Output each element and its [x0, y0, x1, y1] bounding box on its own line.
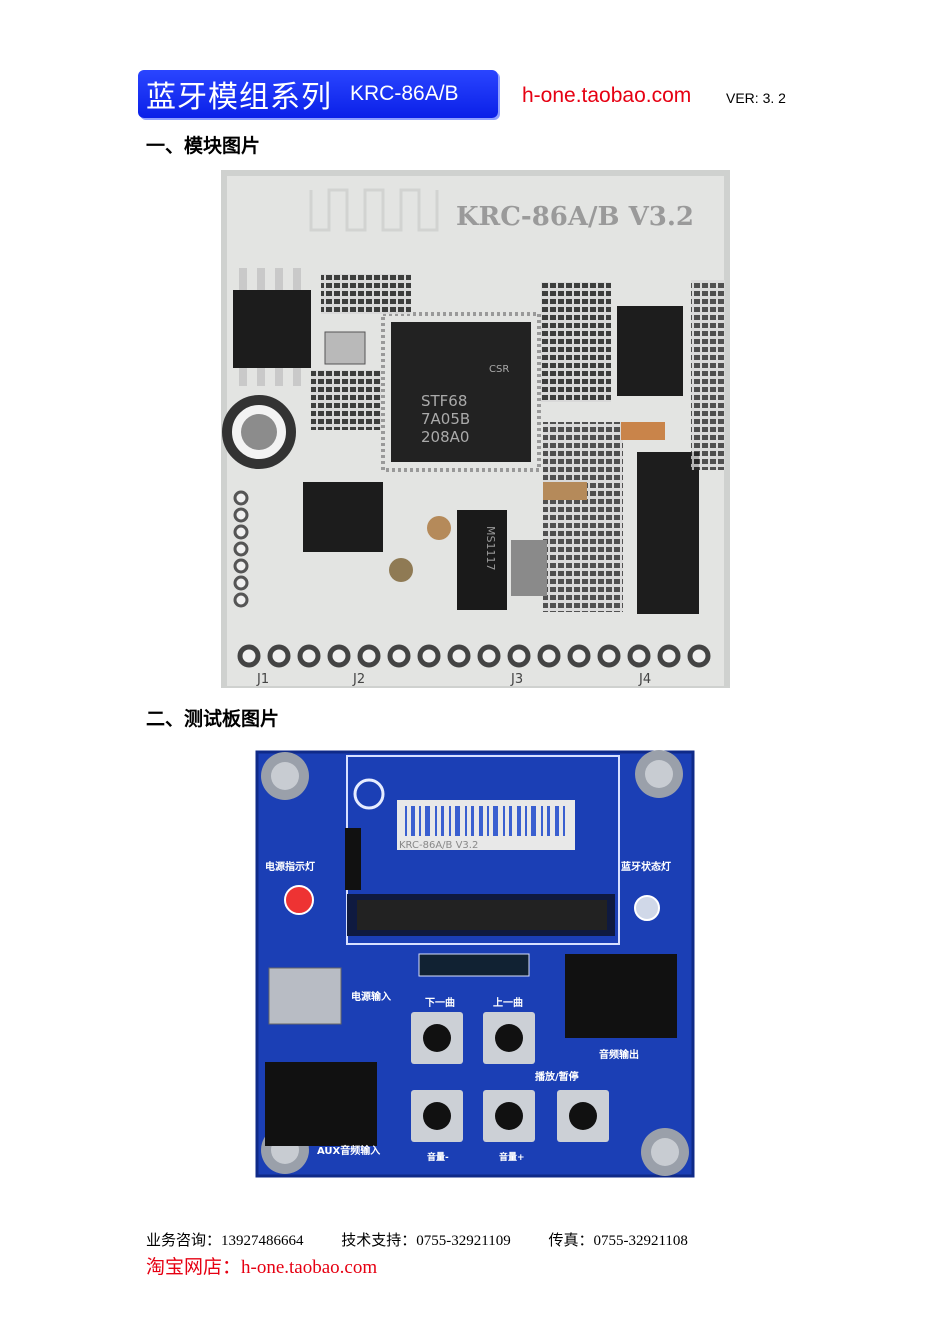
- label-bt-led: 蓝牙状态灯: [621, 860, 671, 873]
- sticker-label: KRC-86A/B V3.2: [399, 840, 478, 851]
- support-contact: 技术支持：0755-32921109: [341, 1233, 511, 1249]
- connector-j2: J2: [352, 672, 365, 687]
- chip-line-0: CSR: [489, 364, 509, 375]
- label-vol-down: 音量-: [427, 1151, 449, 1163]
- board-heading: 二、测试板图片: [146, 708, 280, 730]
- model-number: KRC-86A/B: [350, 82, 459, 105]
- chip-line-1: STF68: [421, 392, 467, 410]
- chip-line-2: 7A05B: [421, 410, 470, 428]
- module-silk-title: KRC-86A/B V3.2: [456, 202, 694, 232]
- label-power-in: 电源输入: [351, 990, 391, 1003]
- board-photo: KRC-86A/B V3.2 电源指示灯 蓝牙状态灯 电源输入 音频输出 下一曲…: [247, 744, 701, 1184]
- series-title: 蓝牙模组系列: [146, 80, 332, 115]
- chip-line-3: 208A0: [421, 428, 469, 446]
- footer-shop[interactable]: 淘宝网店：h-one.taobao.com: [146, 1257, 378, 1278]
- label-audio-out: 音频输出: [599, 1048, 639, 1061]
- label-vol-up: 音量+: [499, 1151, 525, 1163]
- label-aux-in: AUX音频输入: [317, 1144, 380, 1157]
- version-label: VER: 3. 2: [726, 90, 786, 106]
- connector-j3: J3: [510, 672, 523, 687]
- module-photo: KRC-86A/B V3.2 CSR STF68 7A05B 208A0: [221, 170, 730, 688]
- label-prev: 上一曲: [493, 996, 523, 1009]
- business-contact: 业务咨询：13927486664: [146, 1233, 304, 1249]
- reg-line-0: MS1117: [484, 526, 497, 570]
- connector-j4: J4: [638, 672, 651, 687]
- shop-url[interactable]: h-one.taobao.com: [522, 84, 692, 107]
- module-heading: 一、模块图片: [146, 135, 261, 157]
- footer-contacts: 业务咨询：13927486664 技术支持：0755-32921109 传真：0…: [146, 1229, 722, 1250]
- label-next: 下一曲: [425, 996, 455, 1009]
- connector-j1: J1: [256, 672, 269, 687]
- label-play-pause: 播放/暂停: [535, 1070, 579, 1083]
- label-power-led: 电源指示灯: [265, 860, 315, 873]
- title-banner: 蓝牙模组系列 KRC-86A/B: [138, 70, 498, 118]
- fax-contact: 传真：0755-32921108: [548, 1233, 688, 1249]
